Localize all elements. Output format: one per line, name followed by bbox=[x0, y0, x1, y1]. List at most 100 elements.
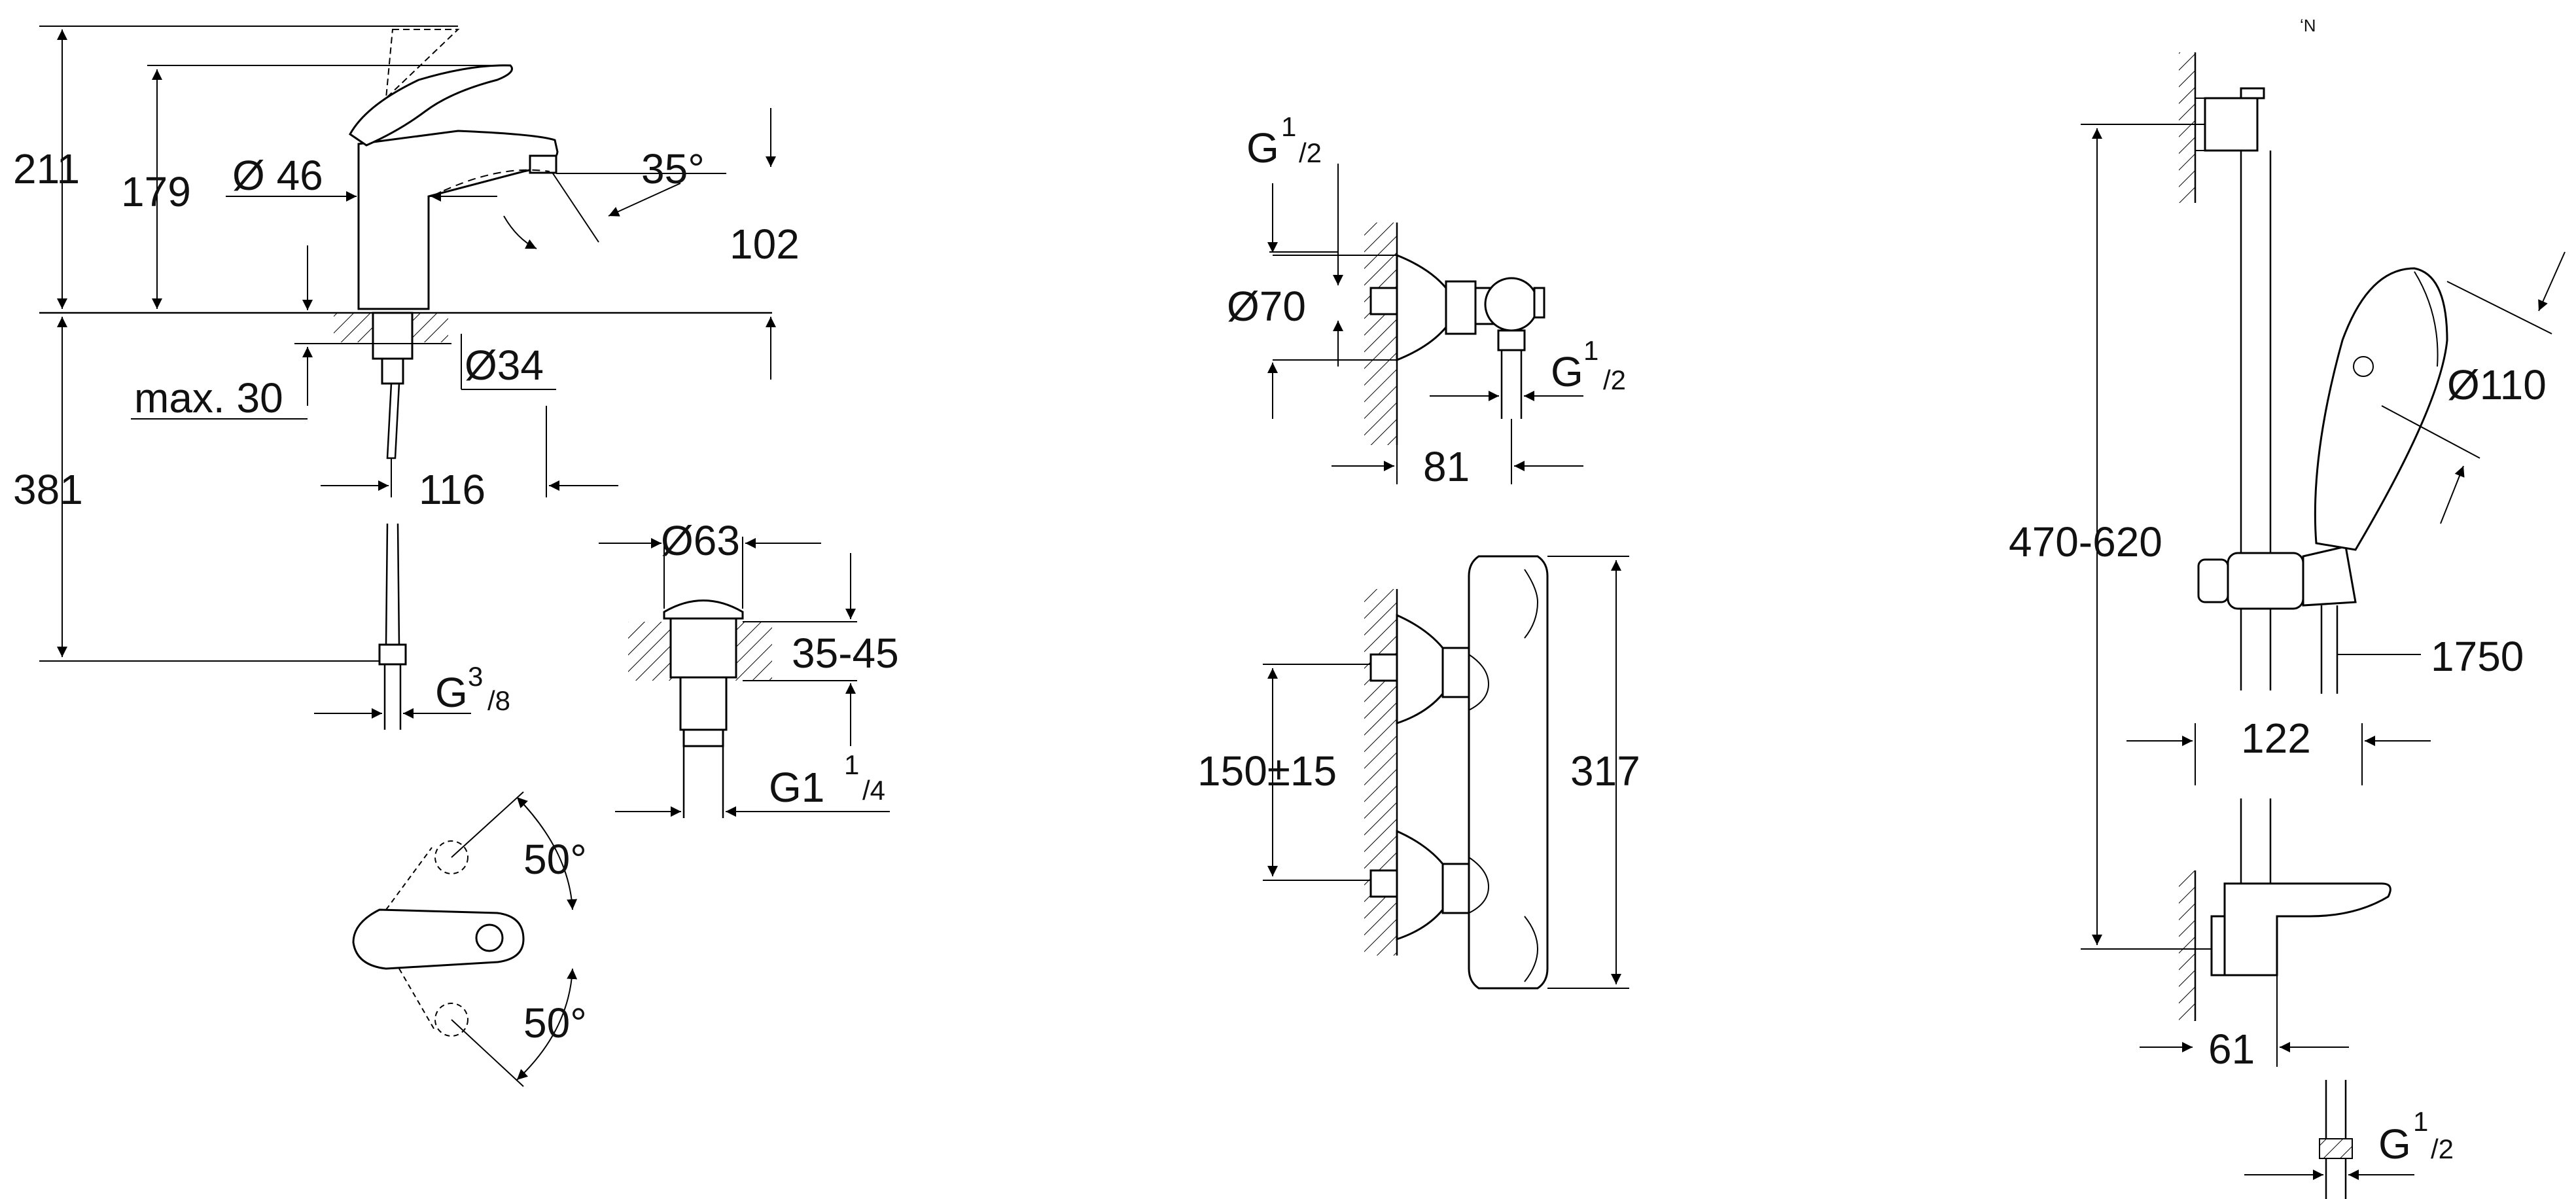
top-cap bbox=[2240, 87, 2265, 99]
label-g114: G1 bbox=[769, 764, 824, 811]
outlet-nut bbox=[1497, 329, 1526, 351]
shower-face bbox=[2414, 271, 2439, 367]
spout-angle-line bbox=[552, 173, 599, 243]
valve-cap bbox=[1533, 287, 1545, 319]
label-122: 122 bbox=[2241, 715, 2311, 762]
label-211: 211 bbox=[13, 145, 80, 192]
label-g12-hose: G bbox=[2378, 1120, 2411, 1168]
nut-upper bbox=[1441, 647, 1473, 698]
arc-50-bottom bbox=[516, 968, 578, 1081]
label-g38-sub: /8 bbox=[487, 685, 510, 716]
label-g12-inlet: G bbox=[1246, 124, 1279, 171]
shank-nut bbox=[381, 357, 404, 385]
waste-thread bbox=[682, 728, 724, 747]
nut-lower bbox=[1441, 863, 1473, 914]
label-g38-sup: 3 bbox=[468, 661, 483, 692]
label-35: 35° bbox=[641, 145, 705, 192]
lever-right-position bbox=[434, 1003, 468, 1037]
rosette-side bbox=[1396, 253, 1447, 362]
label-381: 381 bbox=[13, 466, 83, 513]
top-bracket bbox=[2204, 97, 2259, 152]
faucet-body bbox=[357, 130, 559, 310]
slider-holder bbox=[2302, 545, 2357, 607]
label-g12-hose-sup: 1 bbox=[2413, 1106, 2428, 1137]
ext-50-top bbox=[451, 791, 524, 858]
valve-body-side bbox=[1484, 277, 1539, 332]
inlet-stub bbox=[1369, 287, 1398, 315]
waste-nut bbox=[679, 676, 728, 731]
dim-110-bottom bbox=[2440, 465, 2465, 524]
label-g12-inlet-sup: 1 bbox=[1281, 111, 1296, 142]
top-bracket-wall bbox=[2195, 98, 2205, 151]
lever-top-outline bbox=[352, 908, 525, 970]
supply-hose-lower bbox=[385, 523, 400, 646]
union-nut bbox=[1445, 280, 1477, 335]
corner-mark: ʻN bbox=[2300, 16, 2316, 35]
label-34: Ø34 bbox=[465, 342, 544, 389]
label-70: Ø70 bbox=[1227, 283, 1306, 330]
body-bump-lower bbox=[1468, 857, 1490, 914]
spout-dashed bbox=[431, 169, 550, 197]
label-179: 179 bbox=[121, 168, 191, 215]
basin-mixer-side-view: 211 179 Ø 46 35° 102 Ø34 max. 30 381 116… bbox=[13, 26, 800, 730]
thermostat-front-view: 150±15 317 bbox=[1197, 555, 1640, 990]
label-102: 102 bbox=[730, 221, 800, 268]
shower-rail-set: 470-620 Ø110 1750 122 61 G 1 /2 ʻN bbox=[2009, 16, 2566, 1199]
rosette-upper bbox=[1396, 613, 1444, 725]
slider-body bbox=[2227, 552, 2304, 610]
label-46: Ø 46 bbox=[232, 152, 323, 199]
fitting-knurl bbox=[2319, 1138, 2353, 1159]
label-g12-outlet-sup: 1 bbox=[1583, 335, 1598, 366]
label-50-top: 50° bbox=[523, 836, 587, 883]
label-max30: max. 30 bbox=[134, 374, 283, 421]
hand-shower bbox=[2314, 267, 2448, 551]
thermostat-body-front bbox=[1468, 555, 1549, 990]
label-110: Ø110 bbox=[2447, 361, 2547, 408]
arc-50-top bbox=[516, 796, 578, 910]
wall-hatch-rail-top bbox=[2179, 52, 2195, 203]
shower-button bbox=[2353, 356, 2374, 377]
label-81: 81 bbox=[1423, 443, 1470, 490]
waste-plug bbox=[663, 600, 744, 620]
supply-hose-upper bbox=[386, 383, 400, 459]
bottom-bracket bbox=[2223, 882, 2391, 976]
label-g12-outlet-sub: /2 bbox=[1603, 365, 1626, 395]
ext-110-top bbox=[2446, 281, 2552, 334]
label-g38: G bbox=[435, 669, 468, 716]
rosette-lower bbox=[1396, 829, 1444, 941]
label-116: 116 bbox=[419, 466, 485, 513]
label-61: 61 bbox=[2208, 1026, 2255, 1073]
handle-top-detail bbox=[1524, 569, 1539, 639]
lever-top-view: 50° 50° bbox=[352, 791, 587, 1087]
stub-upper bbox=[1369, 653, 1398, 682]
label-g12-hose-sub: /2 bbox=[2431, 1134, 2454, 1164]
label-g114-sup: 1 bbox=[844, 749, 859, 780]
label-3545: 35-45 bbox=[792, 630, 899, 677]
label-150: 150±15 bbox=[1197, 747, 1337, 795]
label-317: 317 bbox=[1570, 747, 1640, 795]
waste-fitting: Ø63 35-45 G1 1 /4 bbox=[599, 517, 899, 818]
label-1750: 1750 bbox=[2431, 633, 2524, 680]
faucet-lever bbox=[349, 64, 513, 147]
wall-hatch-bottom bbox=[1364, 589, 1397, 956]
lever-dashed-arms bbox=[385, 847, 436, 1031]
body-bump-upper bbox=[1468, 654, 1490, 711]
slider-knob bbox=[2197, 558, 2229, 603]
hose-connector bbox=[378, 643, 407, 666]
spout-angle-arc bbox=[503, 215, 537, 249]
wall-hatch-rail-bottom bbox=[2179, 870, 2195, 1021]
ext-50-bottom bbox=[451, 1019, 524, 1087]
dim-35 bbox=[608, 183, 681, 217]
ext-110-bottom bbox=[2381, 405, 2480, 459]
thermostat-side-view: G 1 /2 Ø70 G 1 /2 81 bbox=[1227, 111, 1626, 490]
waste-body bbox=[669, 617, 737, 679]
label-50-bottom: 50° bbox=[523, 999, 587, 1047]
stub-lower bbox=[1369, 869, 1398, 898]
label-g12-outlet: G bbox=[1551, 348, 1583, 395]
label-470-620: 470-620 bbox=[2009, 518, 2162, 565]
wall-hatch-top bbox=[1364, 223, 1397, 445]
label-g12-inlet-sub: /2 bbox=[1299, 137, 1322, 168]
label-63: Ø63 bbox=[661, 517, 740, 564]
